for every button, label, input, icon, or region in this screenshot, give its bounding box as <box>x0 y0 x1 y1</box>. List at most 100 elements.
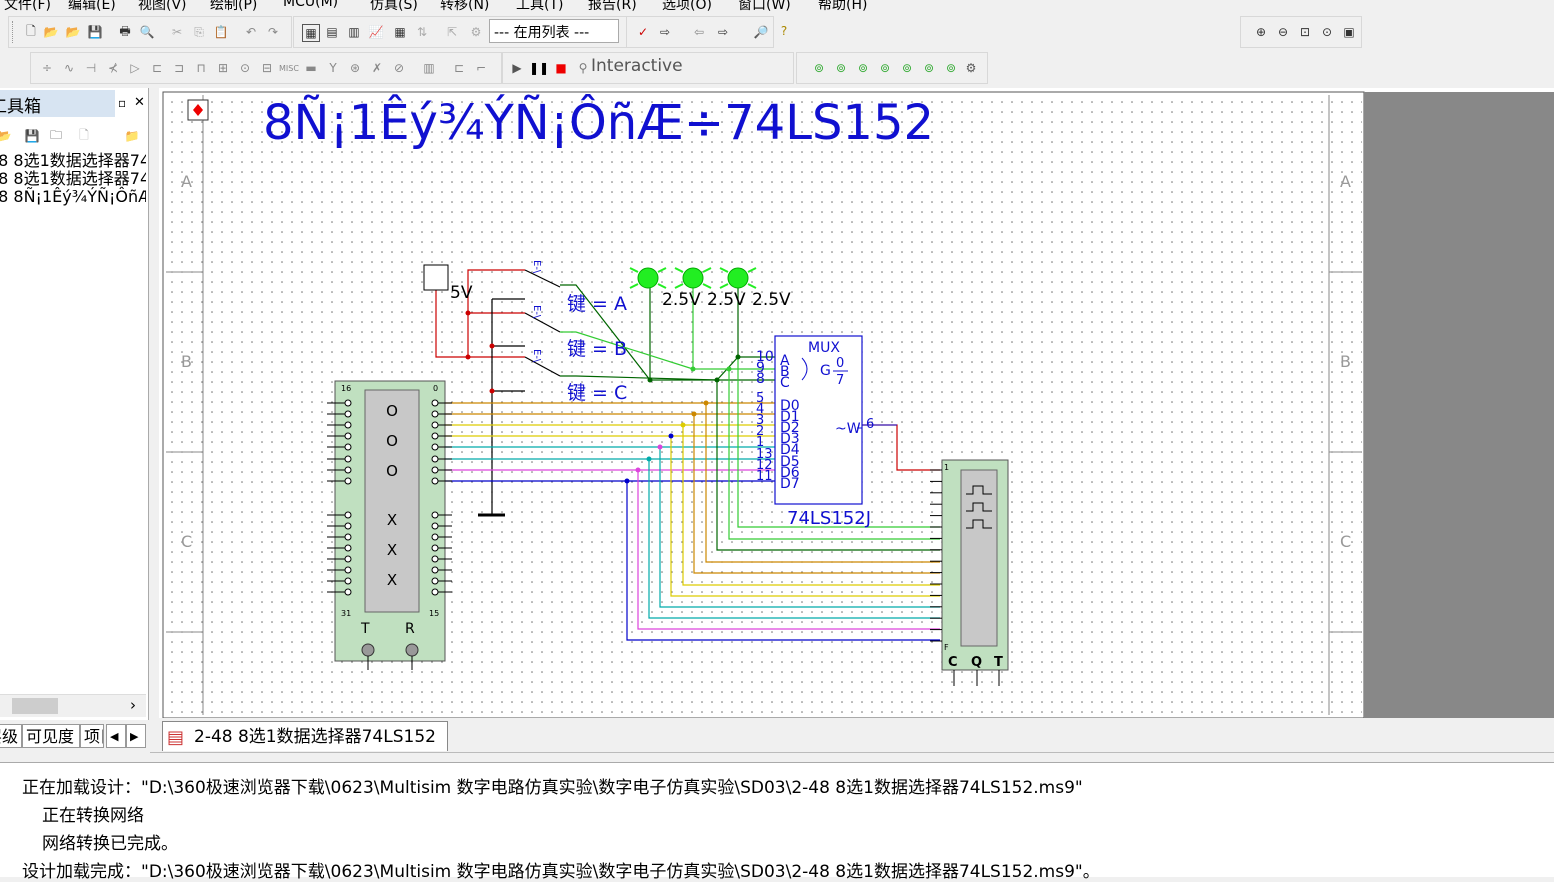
tree-item-design[interactable]: 2-48 8选1数据选择器74LS152 <box>0 169 146 188</box>
paste-icon[interactable]: 📋 <box>213 25 229 39</box>
transistor-icon[interactable]: ⊀ <box>107 61 119 75</box>
open-sample-icon[interactable]: 📂 <box>65 25 81 39</box>
scrollbar-thumb[interactable] <box>12 698 58 714</box>
print-icon[interactable]: 🖶 <box>119 23 131 38</box>
open-folder-icon[interactable]: 📂 <box>43 25 59 39</box>
document-tab-strip <box>150 752 1554 761</box>
menu-tools[interactable]: 工具(T) <box>516 0 564 12</box>
mixed-icon[interactable]: ⊞ <box>217 61 229 75</box>
oscilloscope-icon[interactable]: ⊚ <box>879 61 891 75</box>
schematic-svg[interactable]: A B C A B C 8Ñ¡1Êý¾ÝÑ¡ÔñÆ÷74LS152 <box>159 88 1554 719</box>
full-screen-icon[interactable]: ▣ <box>1343 25 1355 39</box>
zoom-area-icon[interactable]: ⊡ <box>1299 25 1311 39</box>
word-generator-icon[interactable]: ⊚ <box>923 61 935 75</box>
misc-digital-icon[interactable]: ⊓ <box>196 61 206 75</box>
backward-annotate-icon[interactable]: ⇨ <box>717 25 729 39</box>
toolbox-save-icon[interactable]: 💾 <box>24 129 40 143</box>
settings-gear-icon[interactable]: ⚙ <box>965 61 977 75</box>
menu-options[interactable]: 选项(O) <box>662 0 712 12</box>
redo-icon[interactable]: ↷ <box>267 25 279 39</box>
erc-icon[interactable]: ⇱ <box>446 25 458 39</box>
tab-hierarchy[interactable]: 层级 <box>0 724 22 748</box>
transfer-icon[interactable]: ⇨ <box>659 25 671 39</box>
electromechanical-icon[interactable]: ⊛ <box>349 61 361 75</box>
menu-file[interactable]: 文件(F) <box>4 0 51 12</box>
tree-item-sheet[interactable]: 2-48 8Ñ¡1Êý¾ÝÑ¡ÔñÆ÷74LS152 <box>0 187 146 206</box>
ttl-icon[interactable]: ⊏ <box>151 61 163 75</box>
analog-icon[interactable]: ▷ <box>130 61 140 75</box>
postprocessor-icon[interactable]: ▦ <box>394 25 406 39</box>
in-use-list-dropdown[interactable]: --- 在用列表 --- <box>489 19 619 43</box>
back-annotate-icon[interactable]: ⚙ <box>470 25 482 39</box>
wire-icon[interactable]: ⌐ <box>475 61 487 75</box>
power-component-icon[interactable]: ⊟ <box>261 61 273 75</box>
interactive-icon[interactable]: ⚲ <box>578 61 588 75</box>
panel-minimize-icon[interactable]: ▫ <box>118 96 127 110</box>
toolbox-open-icon[interactable]: 📂 <box>0 129 12 143</box>
tree-item-project[interactable]: 2-48 8选1数据选择器74LS152 <box>0 152 146 170</box>
diode-icon[interactable]: ⊣ <box>85 61 97 75</box>
copy-icon[interactable]: ⎘ <box>194 24 204 39</box>
zoom-out-icon[interactable]: ⊖ <box>1277 25 1289 39</box>
tab-project-view[interactable]: 项目视图 <box>80 724 104 748</box>
toggle-grid-icon[interactable]: ▦ <box>302 24 320 42</box>
menu-transfer[interactable]: 转移(N) <box>440 0 490 12</box>
toolbox-horizontal-scrollbar[interactable]: › <box>0 694 146 717</box>
spreadsheet-icon[interactable]: ▤ <box>326 25 338 39</box>
print-preview-icon[interactable]: 🔍 <box>139 25 155 39</box>
source-icon[interactable]: ÷ <box>41 61 53 75</box>
toolbar-grip[interactable] <box>12 21 16 43</box>
toolbox-close-icon[interactable]: 🗀 <box>49 127 62 142</box>
ladder-icon[interactable]: ✗ <box>371 61 383 75</box>
toolbox-folder-icon[interactable]: 📁 <box>124 129 140 143</box>
menu-reports[interactable]: 报告(R) <box>588 0 637 12</box>
menu-edit[interactable]: 编辑(E) <box>68 0 116 12</box>
undo-icon[interactable]: ↶ <box>245 25 257 39</box>
mcu-icon[interactable]: ⊘ <box>393 61 405 75</box>
cut-icon[interactable]: ✂ <box>171 25 183 39</box>
data-pin-d5: D5 <box>780 454 800 470</box>
pause-icon[interactable]: ❚❚ <box>528 61 550 75</box>
tab-scroll-right-icon[interactable]: ▶ <box>126 724 146 748</box>
menu-simulate[interactable]: 仿真(S) <box>370 0 418 12</box>
hierarchical-block-icon[interactable]: ▥ <box>423 61 435 75</box>
bode-plotter-icon[interactable]: ⊚ <box>901 61 913 75</box>
save-icon[interactable]: 💾 <box>87 25 103 39</box>
multimeter-icon[interactable]: ⊚ <box>813 61 825 75</box>
menu-view[interactable]: 视图(V) <box>138 0 187 12</box>
menu-help[interactable]: 帮助(H) <box>818 0 868 12</box>
function-generator-icon[interactable]: ⊚ <box>835 61 847 75</box>
misc-icon[interactable]: MISC <box>279 63 299 73</box>
logic-analyzer-icon[interactable]: ⊚ <box>945 61 957 75</box>
indicator-icon[interactable]: ⊙ <box>239 61 251 75</box>
menu-mcu[interactable]: MCU(M) <box>283 0 339 10</box>
help-icon[interactable]: ? <box>780 24 788 38</box>
panel-close-icon[interactable]: ✕ <box>134 95 145 110</box>
component-wizard-icon[interactable]: ⇅ <box>416 25 428 39</box>
document-tab[interactable]: ▤ 2-48 8选1数据选择器74LS152 <box>162 721 448 751</box>
forward-annotate-icon[interactable]: ⇦ <box>693 25 705 39</box>
zoom-fit-icon[interactable]: ⊙ <box>1321 25 1333 39</box>
tab-visibility[interactable]: 可见度 <box>22 724 80 748</box>
rf-icon[interactable]: Y <box>329 61 337 75</box>
database-icon[interactable]: ▥ <box>348 25 360 39</box>
cmos-icon[interactable]: ⊐ <box>173 61 185 75</box>
run-icon[interactable]: ▶ <box>512 61 522 75</box>
toolbox-remove-icon[interactable]: 🗋 <box>79 127 89 142</box>
peripherals-icon[interactable]: ▬ <box>305 61 317 75</box>
interactive-mode-label[interactable]: Interactive <box>591 56 683 76</box>
menu-draw[interactable]: 绘制(P) <box>210 0 258 12</box>
tab-scroll-left-icon[interactable]: ◀ <box>106 724 126 748</box>
zoom-in-icon[interactable]: ⊕ <box>1255 25 1267 39</box>
check-icon[interactable]: ✓ <box>637 25 649 39</box>
bus-icon[interactable]: ⊏ <box>453 61 465 75</box>
wattmeter-icon[interactable]: ⊚ <box>857 61 869 75</box>
new-file-icon[interactable]: 🗋 <box>26 23 36 38</box>
basic-icon[interactable]: ∿ <box>63 61 75 75</box>
find-icon[interactable]: 🔎 <box>753 25 769 39</box>
schematic-canvas[interactable]: A B C A B C 8Ñ¡1Êý¾ÝÑ¡ÔñÆ÷74LS152 <box>159 88 1554 719</box>
grapher-icon[interactable]: 📈 <box>368 25 384 39</box>
scroll-right-icon[interactable]: › <box>130 696 136 714</box>
stop-icon[interactable]: ■ <box>555 61 567 75</box>
menu-window[interactable]: 窗口(W) <box>738 0 791 12</box>
